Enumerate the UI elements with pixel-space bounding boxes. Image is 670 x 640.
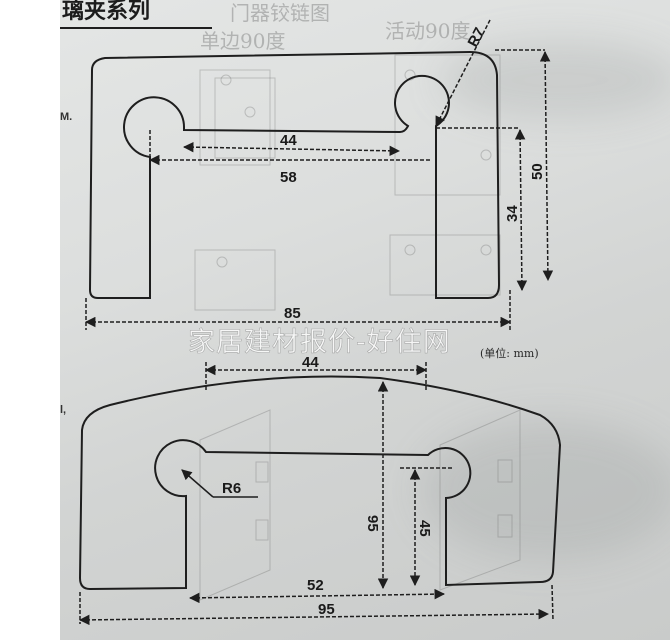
- radius-leader-r6: [181, 469, 214, 498]
- unit-note: (单位: mm): [480, 346, 539, 360]
- margin-mark: M.: [60, 111, 72, 123]
- dim-label-45: 45: [416, 520, 433, 537]
- dim-line-34: [514, 128, 528, 292]
- watermark: 家居建材报价-好住网: [188, 327, 451, 358]
- dim-line-95-horizontal: [78, 608, 550, 626]
- dim-label-44-top: 44: [280, 132, 297, 149]
- title-fragment: 璃夹系列: [62, 0, 150, 24]
- dim-label-34: 34: [504, 205, 521, 222]
- dim-line-50: [539, 50, 554, 282]
- faint-header-text: 门器铰链图: [230, 1, 330, 25]
- dim-label-95-vertical: 95: [364, 515, 381, 532]
- top-cutout-outline: [88, 50, 501, 299]
- bottom-cutout-outline: [78, 375, 562, 591]
- dim-label-r6: R6: [222, 480, 241, 497]
- paper-shadow: [420, 420, 670, 560]
- extension-line: [551, 584, 554, 621]
- dim-label-95-horizontal: 95: [318, 601, 335, 618]
- radius-leader-r7: [435, 19, 491, 127]
- faint-header-text: 活动90度: [385, 19, 470, 43]
- dim-line-52: [188, 588, 446, 604]
- faint-header-text: 单边90度: [200, 29, 285, 53]
- dim-label-44-bottom: 44: [302, 354, 319, 371]
- dim-label-52: 52: [307, 577, 324, 594]
- dim-label-58: 58: [280, 169, 297, 186]
- margin-mark: l,: [60, 404, 66, 416]
- dim-label-85: 85: [284, 305, 301, 322]
- dim-label-50: 50: [529, 163, 546, 180]
- background-ghost-lines: [194, 54, 521, 601]
